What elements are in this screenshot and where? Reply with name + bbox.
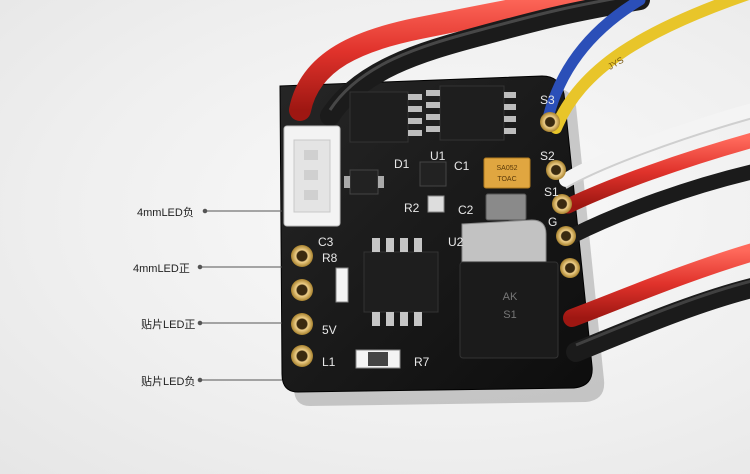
mosfet-marking-1: AK [503, 291, 518, 303]
silk-u2: U2 [448, 235, 464, 249]
silk-r7: R7 [414, 355, 430, 369]
white-wire [559, 103, 750, 187]
red-wire-top [289, 0, 610, 121]
silk-d1: D1 [394, 157, 410, 171]
pad-smd-led-neg [291, 345, 313, 367]
silk-r2: R2 [404, 201, 420, 215]
silk-r8: R8 [322, 251, 338, 265]
soic-chip-mid [363, 251, 439, 313]
silk-5v: 5V [322, 323, 337, 337]
silk-c1: C1 [454, 159, 470, 173]
silk-s3: S3 [540, 93, 555, 107]
callout-lines [197, 208, 282, 383]
mosfet-body [459, 261, 559, 359]
red-wire-s1 [560, 133, 750, 214]
silk-c2: C2 [458, 203, 474, 217]
black-wire-top-hl [328, 0, 616, 111]
tantalum-cap [483, 157, 531, 189]
black-wire-power-hl [575, 279, 750, 347]
u1-component [419, 161, 447, 187]
silk-g: G [548, 215, 557, 229]
resistor-r8 [335, 267, 349, 303]
mosfet-marking-2: S1 [503, 309, 516, 321]
silk-l1: L1 [322, 355, 336, 369]
callout-smd-led-negative: 贴片LED负 [141, 376, 196, 388]
white-wire-edge [565, 117, 750, 189]
red-wire-power [563, 243, 750, 327]
resistor-r2 [427, 195, 445, 213]
pad-extra [560, 258, 580, 278]
pad-smd-led-pos [291, 313, 313, 335]
chip1-pins [408, 94, 422, 136]
pad-s2 [546, 160, 566, 180]
pad-4mm-led-neg [291, 245, 313, 267]
silk-s2: S2 [540, 149, 555, 163]
yellow-wire [550, 0, 750, 134]
callout-smd-led-positive: 贴片LED正 [141, 319, 196, 331]
diode-d1 [349, 169, 379, 195]
tantalum-marking-1: SA052 [496, 165, 517, 172]
silk-s1: S1 [544, 185, 559, 199]
silk-c3: C3 [318, 235, 334, 249]
mosfet-tab [461, 219, 547, 265]
blue-wire [542, 0, 646, 124]
black-wire-power [566, 278, 750, 362]
callout-4mm-led-positive: 4mmLED正 [133, 263, 190, 275]
ceramic-cap [485, 193, 527, 221]
pad-s3 [540, 112, 560, 132]
black-wire-top [320, 0, 650, 126]
soic-chip-1 [349, 91, 409, 143]
pad-g [556, 226, 576, 246]
soic-chip-2 [439, 85, 505, 141]
tantalum-marking-2: TOAC [497, 176, 516, 183]
silk-u1: U1 [430, 149, 446, 163]
callout-4mm-led-negative: 4mmLED负 [137, 207, 194, 219]
pad-s1 [552, 194, 572, 214]
black-wire-g [564, 164, 750, 244]
pad-4mm-led-pos [291, 279, 313, 301]
